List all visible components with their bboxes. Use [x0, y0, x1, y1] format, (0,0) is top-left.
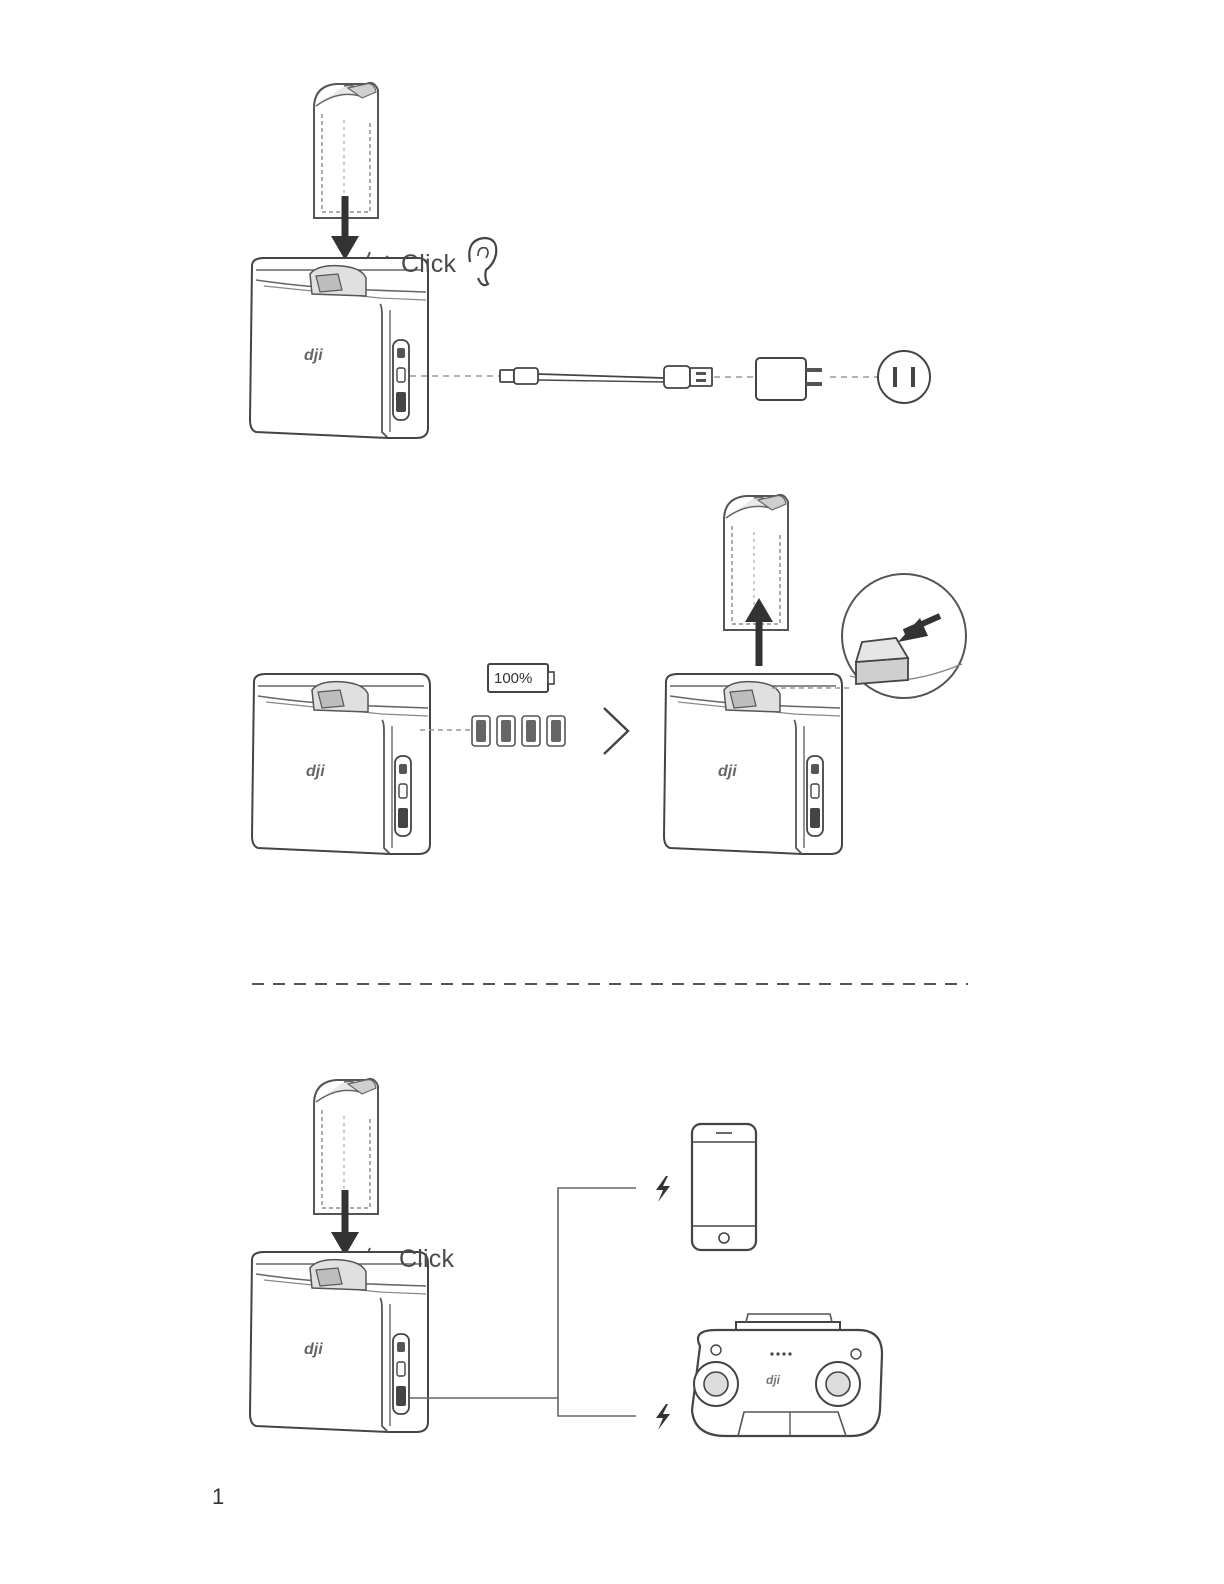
step-3-power-bank: dji [250, 1079, 882, 1436]
power-adapter-icon [756, 358, 822, 400]
hub-icon [664, 674, 842, 854]
wall-outlet-icon [878, 351, 930, 403]
output-connection-lines [410, 1188, 636, 1416]
step-2-remove-charged-battery [252, 495, 966, 854]
hub-icon [252, 674, 430, 854]
charging-bolt-icon [656, 1176, 670, 1202]
led-indicator-icon [472, 716, 565, 746]
next-chevron-icon [604, 708, 628, 754]
step-1-charge-hub [250, 83, 930, 438]
ear-icon [469, 238, 496, 285]
usb-cable-icon [500, 366, 712, 388]
hub-icon [250, 258, 428, 438]
remote-controller-icon: dji [692, 1314, 882, 1436]
svg-text:dji: dji [766, 1373, 781, 1387]
battery-percent-label: 100% [494, 670, 532, 687]
charging-bolt-icon [656, 1404, 670, 1430]
click-label: Click [399, 1245, 454, 1274]
release-button-zoom-icon [842, 574, 966, 698]
phone-icon [692, 1124, 756, 1250]
hub-icon [250, 1252, 428, 1432]
click-label: Click [401, 250, 456, 279]
page-number: 1 [212, 1484, 224, 1510]
